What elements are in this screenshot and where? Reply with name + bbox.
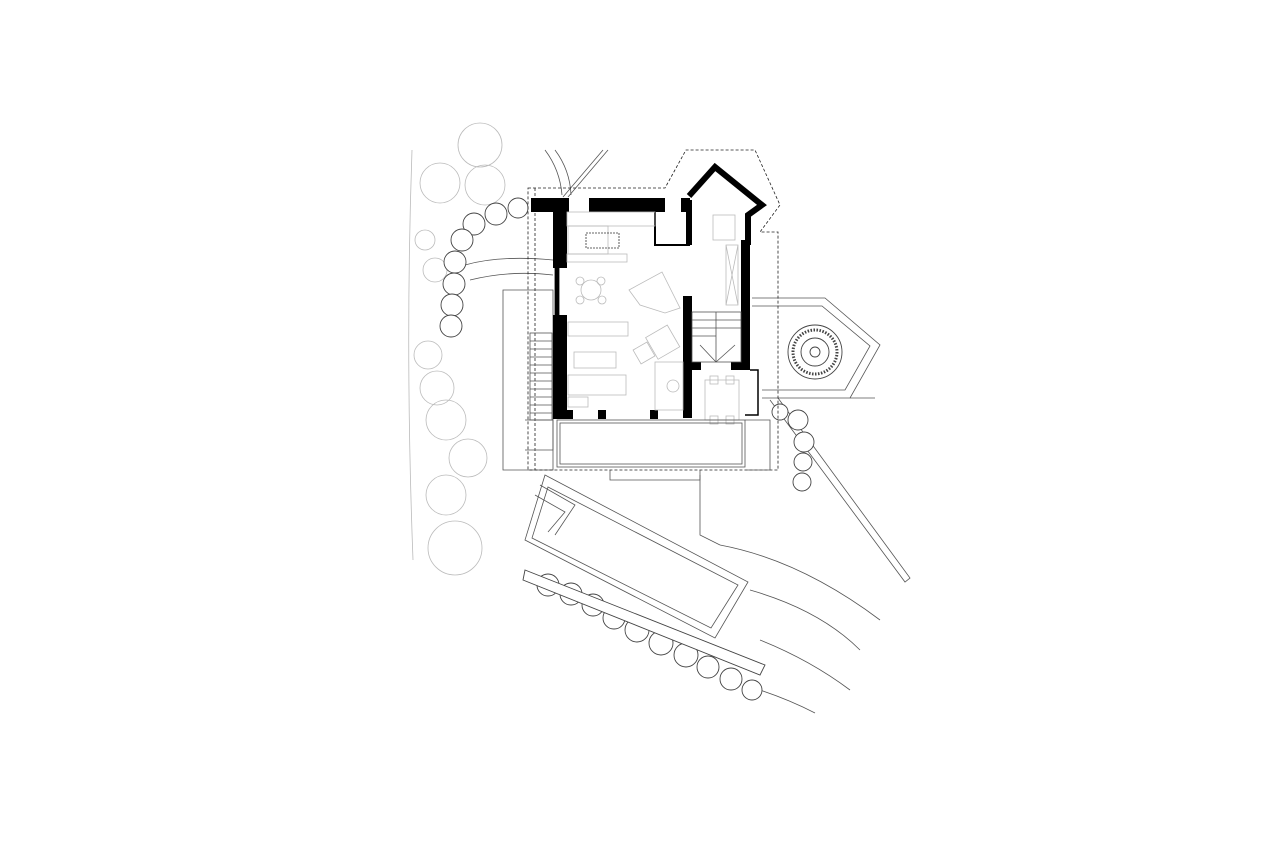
boulders-pool [522, 569, 766, 701]
terrace [525, 419, 771, 471]
site-paths [464, 149, 911, 714]
fountain [787, 324, 843, 380]
boulders-left [439, 197, 529, 338]
roof-outline [527, 149, 781, 471]
walls [531, 162, 767, 419]
interior-furniture [566, 211, 740, 425]
boulders-right [771, 403, 815, 492]
pool [524, 474, 749, 639]
trees [408, 122, 506, 576]
exterior-stairs [529, 332, 553, 421]
internal-stairs [691, 311, 742, 363]
